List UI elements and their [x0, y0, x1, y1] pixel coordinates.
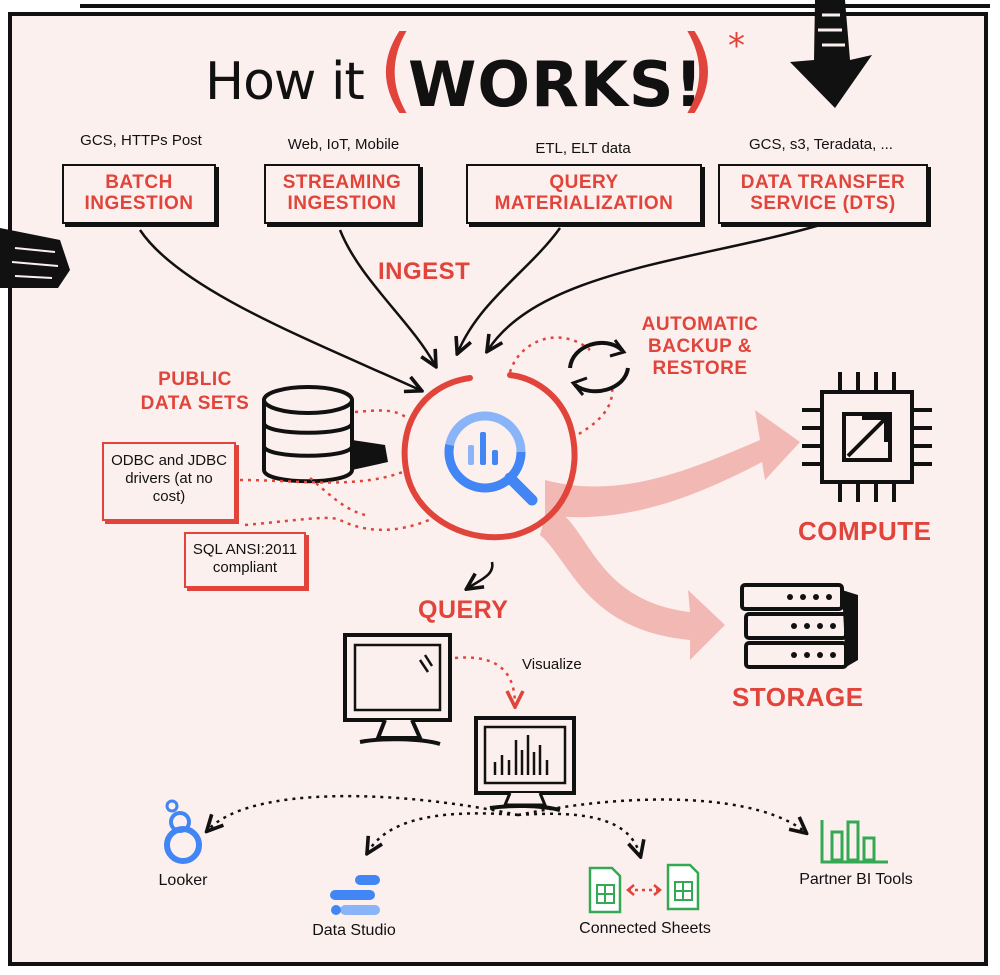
storage-flow-arrow-icon: [540, 505, 725, 660]
ingest-label: INGEST: [378, 258, 471, 285]
batch-ingestion-box: BATCH INGESTION: [62, 164, 216, 224]
left-tab-icon: [0, 228, 70, 288]
query-label: QUERY: [418, 596, 509, 624]
chart-monitor-icon: [474, 716, 576, 812]
partner-bi-label: Partner BI Tools: [799, 871, 913, 888]
connected-sheets-label: Connected Sheets: [579, 920, 711, 937]
query-materialization-label: QUERY MATERIALIZATION: [494, 172, 674, 214]
bigquery-icon: [401, 372, 578, 541]
sql-note-box: SQL ANSI:2011 compliant: [184, 532, 306, 588]
streaming-source-text: Web, IoT, Mobile: [287, 136, 400, 153]
looker-label: Looker: [158, 872, 208, 889]
title-emphasis: WORKS!: [408, 48, 704, 121]
title-left-paren: (: [378, 16, 414, 123]
title-right-paren: ): [680, 16, 716, 123]
data-studio-label: Data Studio: [312, 922, 396, 939]
cpu-chip-icon: [802, 372, 932, 502]
storage-label: STORAGE: [732, 682, 864, 712]
streaming-ingestion-label: STREAMING INGESTION: [282, 172, 402, 214]
looker-icon: [164, 799, 202, 864]
data-studio-icon: [330, 875, 380, 915]
visualize-label: Visualize: [522, 656, 582, 673]
query-materialization-box: QUERY MATERIALIZATION: [466, 164, 702, 224]
dts-label: DATA TRANSFER SERVICE (DTS): [740, 172, 906, 214]
monitor-icon: [343, 633, 452, 746]
dts-source-text: GCS, s3, Teradata, ...: [749, 136, 893, 153]
drivers-note-text: ODBC and JDBC drivers (at no cost): [111, 452, 227, 505]
sheets-icon: [588, 863, 700, 914]
query-mat-source-text: ETL, ELT data: [535, 140, 631, 157]
compute-flow-arrow-icon: [545, 410, 800, 518]
title-prefix: How it: [205, 52, 365, 112]
title-asterisk: *: [728, 26, 745, 66]
compute-label: COMPUTE: [798, 516, 932, 546]
bar-chart-icon: [820, 820, 888, 864]
streaming-ingestion-box: STREAMING INGESTION: [264, 164, 420, 224]
backup-label: AUTOMATIC BACKUP & RESTORE: [641, 314, 759, 379]
batch-ingestion-label: BATCH INGESTION: [84, 172, 194, 214]
batch-source-text: GCS, HTTPs Post: [80, 132, 202, 149]
server-stack-icon: [740, 583, 858, 669]
database-icon: [262, 385, 388, 484]
dts-box: DATA TRANSFER SERVICE (DTS): [718, 164, 928, 224]
big-down-arrow-icon: [790, 0, 872, 108]
public-datasets-label: PUBLIC DATA SETS: [140, 369, 250, 414]
drivers-note-box: ODBC and JDBC drivers (at no cost): [102, 442, 236, 521]
sql-note-text: SQL ANSI:2011 compliant: [192, 541, 298, 576]
refresh-cycle-icon: [568, 339, 630, 396]
